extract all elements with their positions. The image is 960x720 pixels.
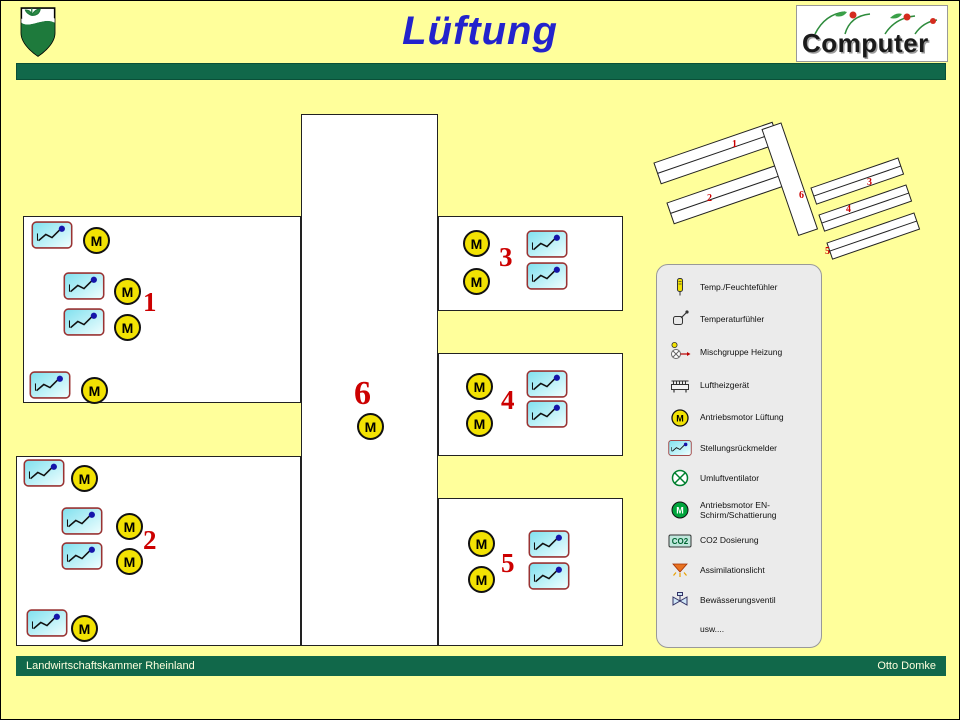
position-feedback-icon <box>526 262 568 290</box>
legend-item-label: Temperaturfühler <box>700 314 765 325</box>
overview-house-1-label: 1 <box>732 139 737 150</box>
vent-motor-badge: M <box>357 413 384 440</box>
page-title: Lüftung <box>402 9 558 53</box>
position-feedback-icon <box>526 230 568 258</box>
vent-motor-badge: M <box>463 268 490 295</box>
greenhouse-overview-map: 1 2 3 4 5 6 <box>653 121 921 260</box>
footer-bar: Landwirtschaftskammer Rheinland Otto Dom… <box>16 656 946 676</box>
overview-house-3-label: 3 <box>867 177 872 188</box>
position-feedback-icon <box>61 542 103 570</box>
room-label-2: 2 <box>143 525 157 555</box>
room-label-4: 4 <box>501 385 515 415</box>
co2-dosing-icon: CO2 <box>667 533 693 549</box>
vent-motor-badge: M <box>116 513 143 540</box>
divider-bar <box>16 63 946 80</box>
svg-text:CO2: CO2 <box>672 537 689 546</box>
legend-item-label: Antriebsmotor Lüftung <box>700 412 784 423</box>
vent-motor-badge: M <box>81 377 108 404</box>
vent-motor-badge: M <box>71 615 98 642</box>
position-feedback-icon <box>23 459 65 487</box>
room-label-6: 6 <box>354 375 371 412</box>
legend-panel: Temp./Feuchtefühler Temperaturfühler <box>656 264 822 648</box>
vent-motor-badge: M <box>116 548 143 575</box>
overview-house-4-label: 4 <box>846 204 851 215</box>
position-feedback-icon <box>667 440 693 456</box>
circulation-fan-icon <box>667 468 693 488</box>
legend-item-label: Mischgruppe Heizung <box>700 347 783 358</box>
vent-motor-badge: M <box>468 566 495 593</box>
legend-item-label: CO2 Dosierung <box>700 535 759 546</box>
vent-motor-badge: M <box>468 530 495 557</box>
position-feedback-icon <box>61 507 103 535</box>
coat-of-arms-logo <box>20 7 56 57</box>
svg-text:M: M <box>676 506 684 516</box>
legend-item-label: Temp./Feuchtefühler <box>700 281 778 292</box>
legend-item: CO2 CO2 Dosierung <box>667 533 815 549</box>
position-feedback-icon <box>31 221 73 249</box>
footer-right-text: Otto Domke <box>877 660 936 672</box>
footer-left-text: Landwirtschaftskammer Rheinland <box>26 660 195 672</box>
vent-motor-badge: M <box>83 227 110 254</box>
screen-motor-icon: M <box>667 500 693 520</box>
vent-motor-badge: M <box>71 465 98 492</box>
vent-motor-badge: M <box>466 373 493 400</box>
legend-item: M Antriebsmotor EN-Schirm/Schattierung <box>667 500 815 520</box>
vent-motor-badge: M <box>114 278 141 305</box>
legend-item: Temperaturfühler <box>667 309 815 329</box>
air-heater-icon <box>667 375 693 395</box>
assimilation-light-icon <box>667 561 693 579</box>
legend-item-label: Umluftventilator <box>700 472 760 483</box>
overview-house-5-label: 5 <box>825 246 830 257</box>
vent-motor-badge: M <box>463 230 490 257</box>
heating-mix-group-icon <box>667 341 693 363</box>
legend-item-label: Stellungsrückmelder <box>700 442 778 453</box>
position-feedback-icon <box>26 609 68 637</box>
legend-item-label: usw.... <box>700 623 725 634</box>
vent-motor-badge: M <box>466 410 493 437</box>
legend-item: Assimilationslicht <box>667 561 815 579</box>
overview-house-2-label: 2 <box>707 193 712 204</box>
tomato-plant-icon <box>814 11 938 35</box>
position-feedback-icon <box>528 562 570 590</box>
legend-item: M Antriebsmotor Lüftung <box>667 408 815 428</box>
legend-item-label: Assimilationslicht <box>700 564 765 575</box>
legend-item-label: Bewässerungsventil <box>700 594 776 605</box>
svg-text:M: M <box>676 413 684 423</box>
vent-motor-badge: M <box>114 314 141 341</box>
position-feedback-icon <box>29 371 71 399</box>
brand-logo: Computer <box>796 5 948 62</box>
room-label-1: 1 <box>143 287 157 317</box>
corridor-room-6 <box>301 114 438 646</box>
brand-logo-text: Computer <box>802 28 929 58</box>
position-feedback-icon <box>63 308 105 336</box>
legend-item: Temp./Feuchtefühler <box>667 277 815 297</box>
legend-item-label: Antriebsmotor EN-Schirm/Schattierung <box>700 499 777 521</box>
legend-item: Mischgruppe Heizung <box>667 341 815 363</box>
room-label-3: 3 <box>499 242 513 272</box>
position-feedback-icon <box>526 370 568 398</box>
vent-motor-icon: M <box>667 408 693 428</box>
position-feedback-icon <box>528 530 570 558</box>
legend-item: usw.... <box>667 621 815 637</box>
temperature-sensor-icon <box>667 309 693 329</box>
irrigation-valve-icon <box>667 591 693 609</box>
position-feedback-icon <box>526 400 568 428</box>
overview-corridor-6-label: 6 <box>799 190 804 201</box>
position-feedback-icon <box>63 272 105 300</box>
legend-item: Stellungsrückmelder <box>667 440 815 456</box>
room-label-5: 5 <box>501 548 515 578</box>
legend-item: Bewässerungsventil <box>667 591 815 609</box>
temp-humidity-sensor-icon <box>667 277 693 297</box>
legend-item: Umluftventilator <box>667 468 815 488</box>
legend-item-label: Luftheizgerät <box>700 380 750 391</box>
legend-item: Luftheizgerät <box>667 375 815 395</box>
